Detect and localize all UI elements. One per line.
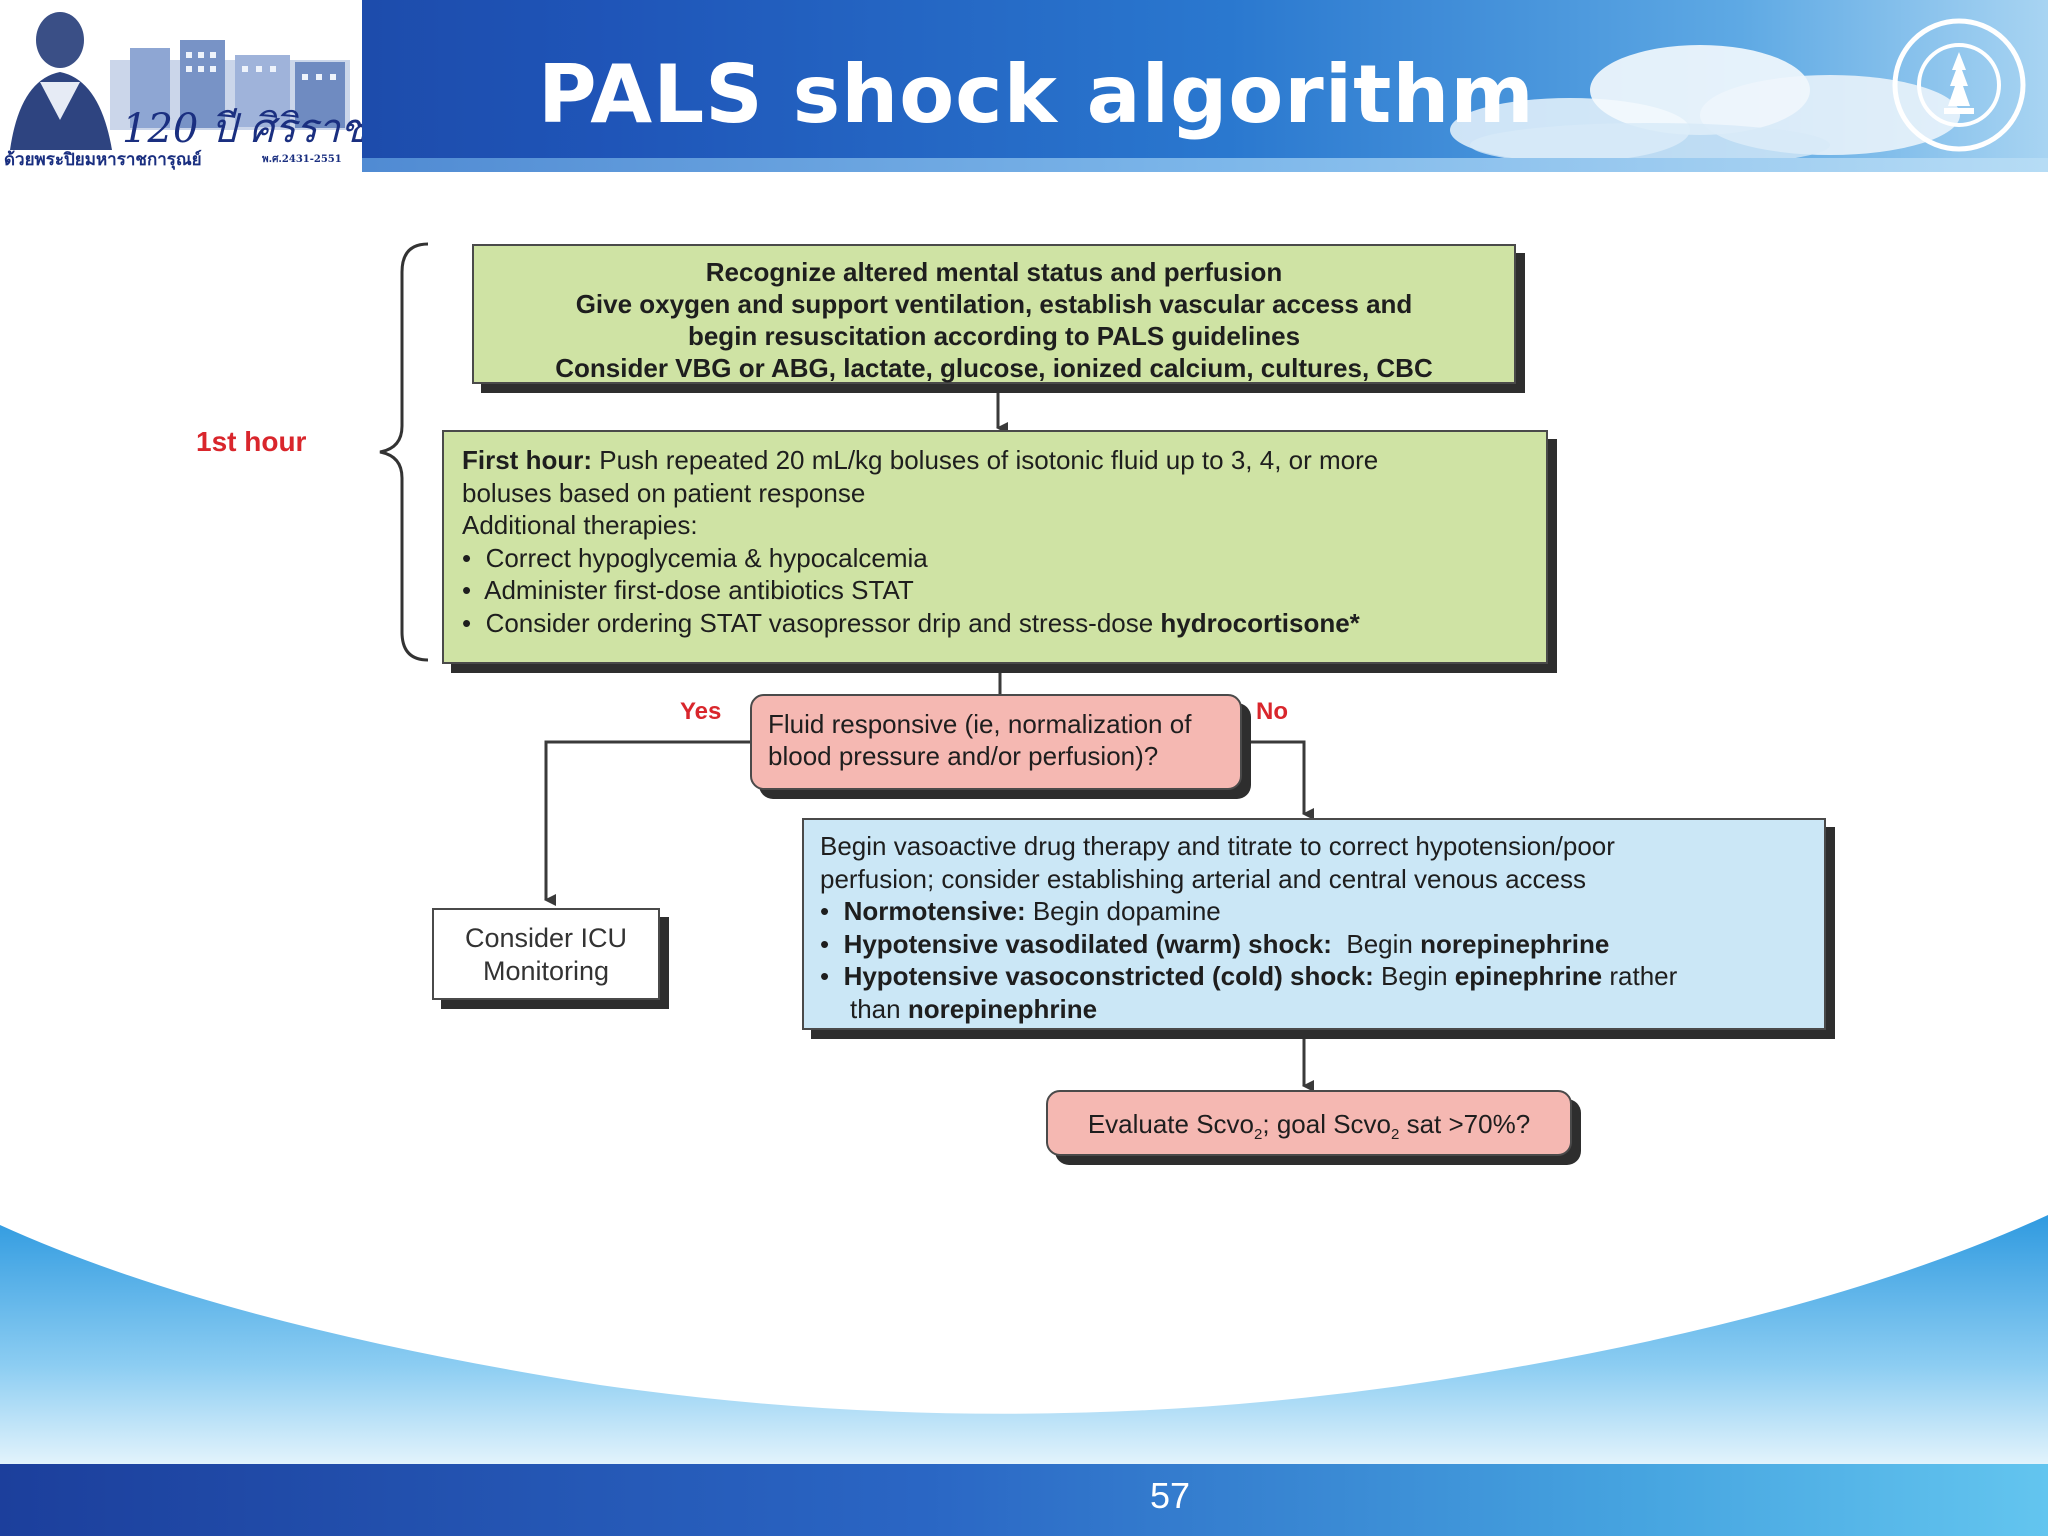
therapy-bullet-2: • Administer first-dose antibiotics STAT (462, 575, 914, 605)
icu-line-2: Monitoring (482, 956, 610, 986)
recognize-line-3: begin resuscitation according to PALS gu… (687, 321, 1301, 351)
faculty-seal-icon (1892, 18, 2026, 152)
logo-subtitle-text: ด้วยพระปิยมหาราชการุณย์ (4, 150, 202, 170)
icu-line-1: Consider ICU (464, 923, 628, 953)
logo-title-text: 120 ปี ศิริราช (122, 106, 362, 152)
vaso-line-1: Begin vasoactive drug therapy and titrat… (820, 831, 1615, 861)
additional-therapies-heading: Additional therapies: (462, 510, 698, 540)
vaso-bullet-warm-shock: • Hypotensive vasodilated (warm) shock: … (820, 928, 1610, 959)
header-accent-band (0, 158, 2048, 172)
footer-wave-decoration (0, 1215, 2048, 1466)
decision-line-1: Fluid responsive (ie, normalization of (768, 709, 1192, 739)
recognize-line-1: Recognize altered mental status and perf… (705, 257, 1283, 287)
vaso-bullet-normotensive: • Normotensive: Begin dopamine (820, 896, 1221, 926)
pals-flowchart: 1st hour Recognize altered mental status… (0, 172, 2048, 1252)
first-hour-lead: First hour: Push repeated 20 mL/kg bolus… (462, 445, 1379, 475)
fluid-responsive-decision: Fluid responsive (ie, normalization of b… (750, 694, 1242, 790)
decision-line-2: blood pressure and/or perfusion)? (768, 741, 1159, 771)
evaluate-scvo2-box: Evaluate Scvo2; goal Scvo2 sat >70%? (1046, 1090, 1572, 1156)
page-number: 57 (1149, 1475, 1191, 1516)
first-hour-box: First hour: Push repeated 20 mL/kg bolus… (442, 430, 1548, 664)
vaso-line-2: perfusion; consider establishing arteria… (820, 863, 1586, 894)
logo-graphic-icon (10, 12, 350, 150)
no-label: No (1256, 698, 1288, 725)
recognize-line-2: Give oxygen and support ventilation, est… (575, 289, 1413, 319)
arrow-no-to-vasoactive (1248, 740, 1314, 820)
footer-bar (0, 1464, 2048, 1536)
vaso-bullet-cold-shock: • Hypotensive vasoconstricted (cold) sho… (820, 961, 1678, 991)
vaso-bullet-cold-shock-cont: than norepinephrine (850, 993, 1098, 1024)
first-hour-label: 1st hour (196, 426, 307, 457)
page-title: PALS shock algorithm (538, 48, 1535, 141)
recognize-box: Recognize altered mental status and perf… (472, 244, 1516, 384)
first-hour-line-2: boluses based on patient response (462, 477, 866, 508)
therapy-bullet-3: • Consider ordering STAT vasopressor dri… (462, 607, 1360, 638)
vasoactive-therapy-box: Begin vasoactive drug therapy and titrat… (802, 818, 1826, 1030)
consider-icu-box: Consider ICU Monitoring (432, 908, 660, 1000)
therapy-bullet-1: • Correct hypoglycemia & hypocalcemia (462, 542, 928, 573)
yes-label: Yes (680, 698, 722, 725)
recognize-line-4: Consider VBG or ABG, lactate, glucose, i… (555, 353, 1433, 383)
first-hour-bracket (379, 242, 429, 662)
logo-years-text: พ.ศ.2431-2551 (262, 154, 342, 165)
flowchart-connectors (379, 242, 1314, 1092)
header-banner: 120 ปี ศิริราช ด้วยพระปิยมหาราชการุณย์ พ… (0, 0, 2048, 172)
siriraj-120-logo: 120 ปี ศิริราช ด้วยพระปิยมหาราชการุณย์ พ… (0, 0, 362, 172)
arrow-yes-to-icu (544, 740, 750, 906)
